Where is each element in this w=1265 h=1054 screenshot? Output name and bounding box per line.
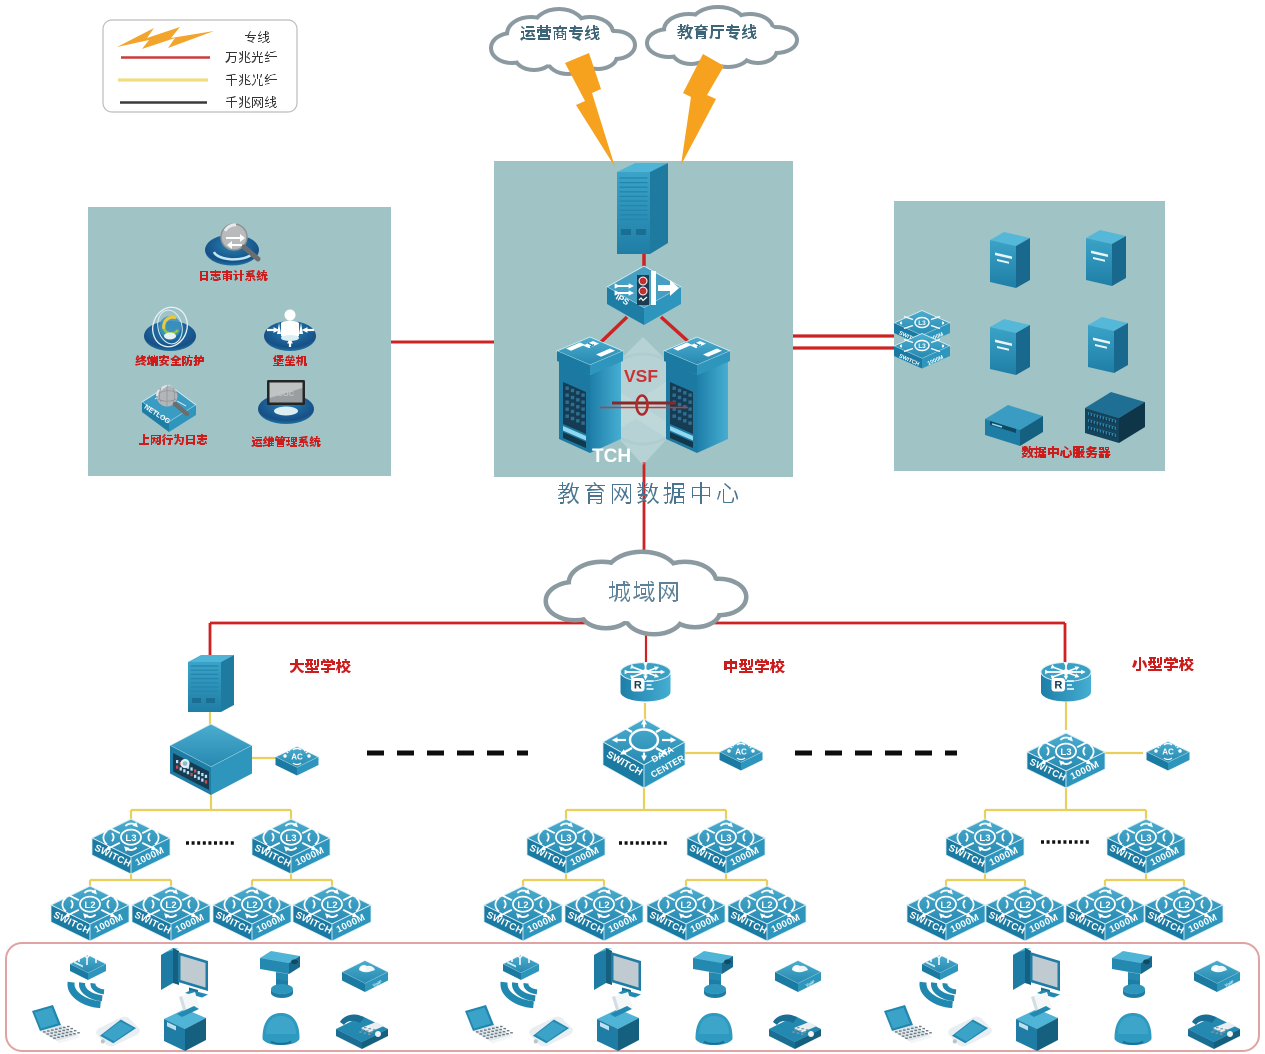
- svg-text:TCH: TCH: [592, 446, 631, 467]
- svg-text:VSF: VSF: [624, 366, 658, 386]
- svg-text:SOC: SOC: [278, 389, 295, 398]
